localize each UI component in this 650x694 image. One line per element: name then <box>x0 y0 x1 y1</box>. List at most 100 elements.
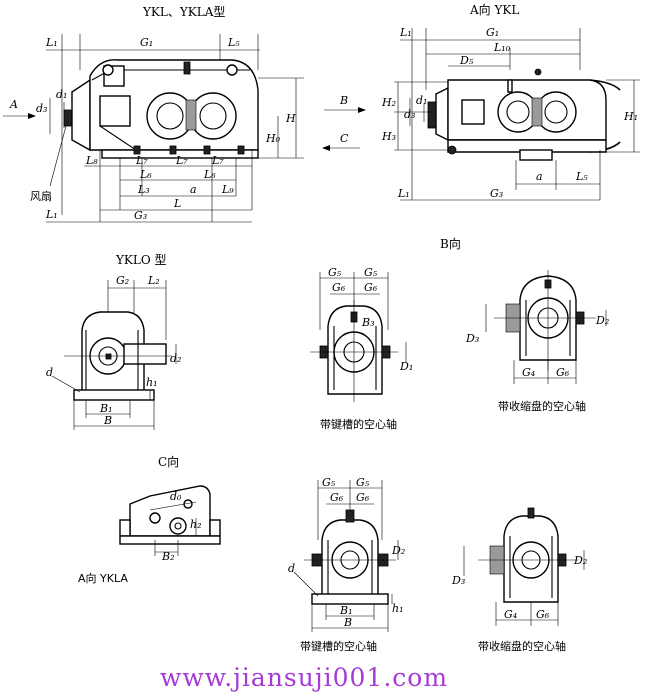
label-L6-b: L₆ <box>203 168 216 181</box>
label-d1: d₁ <box>56 88 67 101</box>
label-d3: d₃ <box>36 102 47 115</box>
title-a-view-ykl: A向 YKL <box>469 2 519 17</box>
svg-text:B: B <box>339 94 348 107</box>
svg-text:C: C <box>340 132 349 145</box>
label-D5: D₅ <box>459 54 474 67</box>
title-b-view: B向 <box>440 236 461 251</box>
label-H0: H₀ <box>265 132 281 145</box>
label-G6-b-b: G₆ <box>364 281 378 294</box>
c-shrink-dims: D₃ D₂ G₄ G₆ <box>451 546 587 626</box>
label-L10: L₁₀ <box>493 41 511 54</box>
label-L8: L₈ <box>85 154 98 167</box>
label-B3: B₃ <box>361 316 375 329</box>
label-G6-c-shrink: G₆ <box>536 608 550 621</box>
label-L5-right: L₅ <box>575 170 588 183</box>
label-G4-b: G₄ <box>522 366 535 379</box>
svg-text:A: A <box>9 98 18 111</box>
dims-top-left: L₁ G₁ L₅ <box>45 34 260 215</box>
label-G5-b-a: G₅ <box>328 266 342 279</box>
label-d2-yklo: d₂ <box>170 352 181 365</box>
label-d-c: d <box>288 562 295 575</box>
arrow-B: B <box>324 94 366 113</box>
dims-bottom-left: L₈ L₇ L₇ L₇ L₆ L₆ L₃ a L₉ L L₁ G₃ <box>45 150 253 223</box>
caption-fan: 风扇 <box>30 189 52 203</box>
label-h1-yklo: h₁ <box>146 376 158 389</box>
b-view-shrink-body <box>494 270 596 370</box>
label-d3-r: d₃ <box>404 108 415 121</box>
label-G2: G₂ <box>116 274 129 287</box>
arrow-C: C <box>322 132 360 151</box>
label-B1-yklo: B₁ <box>99 402 113 415</box>
c-shrink-body <box>478 507 578 603</box>
label-G4-c: G₄ <box>504 608 517 621</box>
label-H3: H₃ <box>381 130 396 143</box>
c-keyed-body <box>304 509 396 605</box>
b-view-keyed-body <box>310 300 398 402</box>
label-L7-b: L₇ <box>175 154 188 167</box>
yklo-body <box>64 311 172 401</box>
label-B1-c: B₁ <box>339 604 353 617</box>
label-L7-a: L₇ <box>135 154 148 167</box>
label-L6-a: L₆ <box>139 168 152 181</box>
label-B2: B₂ <box>161 550 175 563</box>
arrow-A: A <box>3 98 36 119</box>
label-L: L <box>173 197 181 210</box>
label-G1: G₁ <box>140 36 153 49</box>
label-G1-r: G₁ <box>486 26 499 39</box>
caption-keyed-hollow-1: 带键槽的空心轴 <box>320 417 397 431</box>
label-H: H <box>285 112 296 125</box>
b-view-keyed-dims: G₅ G₅ G₆ G₆ <box>319 266 389 340</box>
label-G6-c-a: G₆ <box>330 491 344 504</box>
label-D3-c: D₃ <box>451 574 465 587</box>
label-L1-right-bottom: L₁ <box>397 187 410 200</box>
caption-shrink-hollow-2: 带收缩盘的空心轴 <box>478 639 566 653</box>
label-G5-b-b: G₅ <box>364 266 378 279</box>
ykl-side-body <box>63 59 259 159</box>
label-d0: d₀ <box>170 490 182 503</box>
label-D3-b: D₃ <box>465 332 479 345</box>
caption-shrink-hollow-1: 带收缩盘的空心轴 <box>498 399 586 413</box>
label-G5-c-b: G₅ <box>356 476 370 489</box>
label-G3-right: G₃ <box>490 187 503 200</box>
label-B-yklo: B <box>103 414 112 427</box>
watermark: www.jiansuji001.com <box>160 663 448 692</box>
title-yklo: YKLO 型 <box>115 253 167 267</box>
caption-keyed-hollow-2: 带键槽的空心轴 <box>300 639 377 653</box>
label-G5-c-a: G₅ <box>322 476 336 489</box>
label-G6-b-shrink: G₆ <box>556 366 570 379</box>
ykl-a-view-body <box>427 68 621 161</box>
title-a-view-ykla: A向 YKLA <box>78 571 128 585</box>
label-L7-c: L₇ <box>211 154 224 167</box>
label-G6-c-b: G₆ <box>356 491 370 504</box>
label-d-yklo: d <box>46 366 53 379</box>
label-H1: H₁ <box>623 110 638 123</box>
label-H2: H₂ <box>381 96 396 109</box>
label-a-left: a <box>190 183 197 196</box>
c-view-dims: d₀ h₂ B₂ <box>154 490 202 563</box>
dims-right-side: H₂ H₃ d₃ d₁ H₁ a L₅ L₁ G₃ <box>381 79 640 201</box>
label-a-right: a <box>536 170 543 183</box>
label-D2-c-shrink: D₂ <box>573 554 587 567</box>
label-L1-r: L₁ <box>399 26 412 39</box>
b-view-shrink-dims: D₃ D₂ G₄ G₆ <box>465 304 609 384</box>
dims-H: H H₀ <box>258 77 304 159</box>
label-L3: L₃ <box>137 183 150 196</box>
dims-top-right: L₁ G₁ L₁₀ D₅ <box>399 26 581 200</box>
label-L1-top: L₁ <box>45 36 58 49</box>
label-L5: L₅ <box>227 36 240 49</box>
label-D2-b: D₂ <box>595 314 609 327</box>
title-c-view: C向 <box>158 454 179 469</box>
c-keyed-dims: G₅ G₅ G₆ G₆ <box>317 476 383 540</box>
label-D1-b: D₁ <box>399 360 413 373</box>
yklo-dims-low: d₂ h₁ d B₁ B <box>46 344 181 430</box>
label-L9: L₉ <box>221 183 234 196</box>
label-d1-r: d₁ <box>416 94 427 107</box>
label-L2: L₂ <box>147 274 160 287</box>
label-B-c: B <box>343 616 352 629</box>
yklo-dims: G₂ L₂ <box>107 274 167 340</box>
title-ykl-ykla: YKL、YKLA型 <box>142 5 225 19</box>
label-G3-left: G₃ <box>134 209 147 222</box>
c-view-body <box>119 485 221 545</box>
